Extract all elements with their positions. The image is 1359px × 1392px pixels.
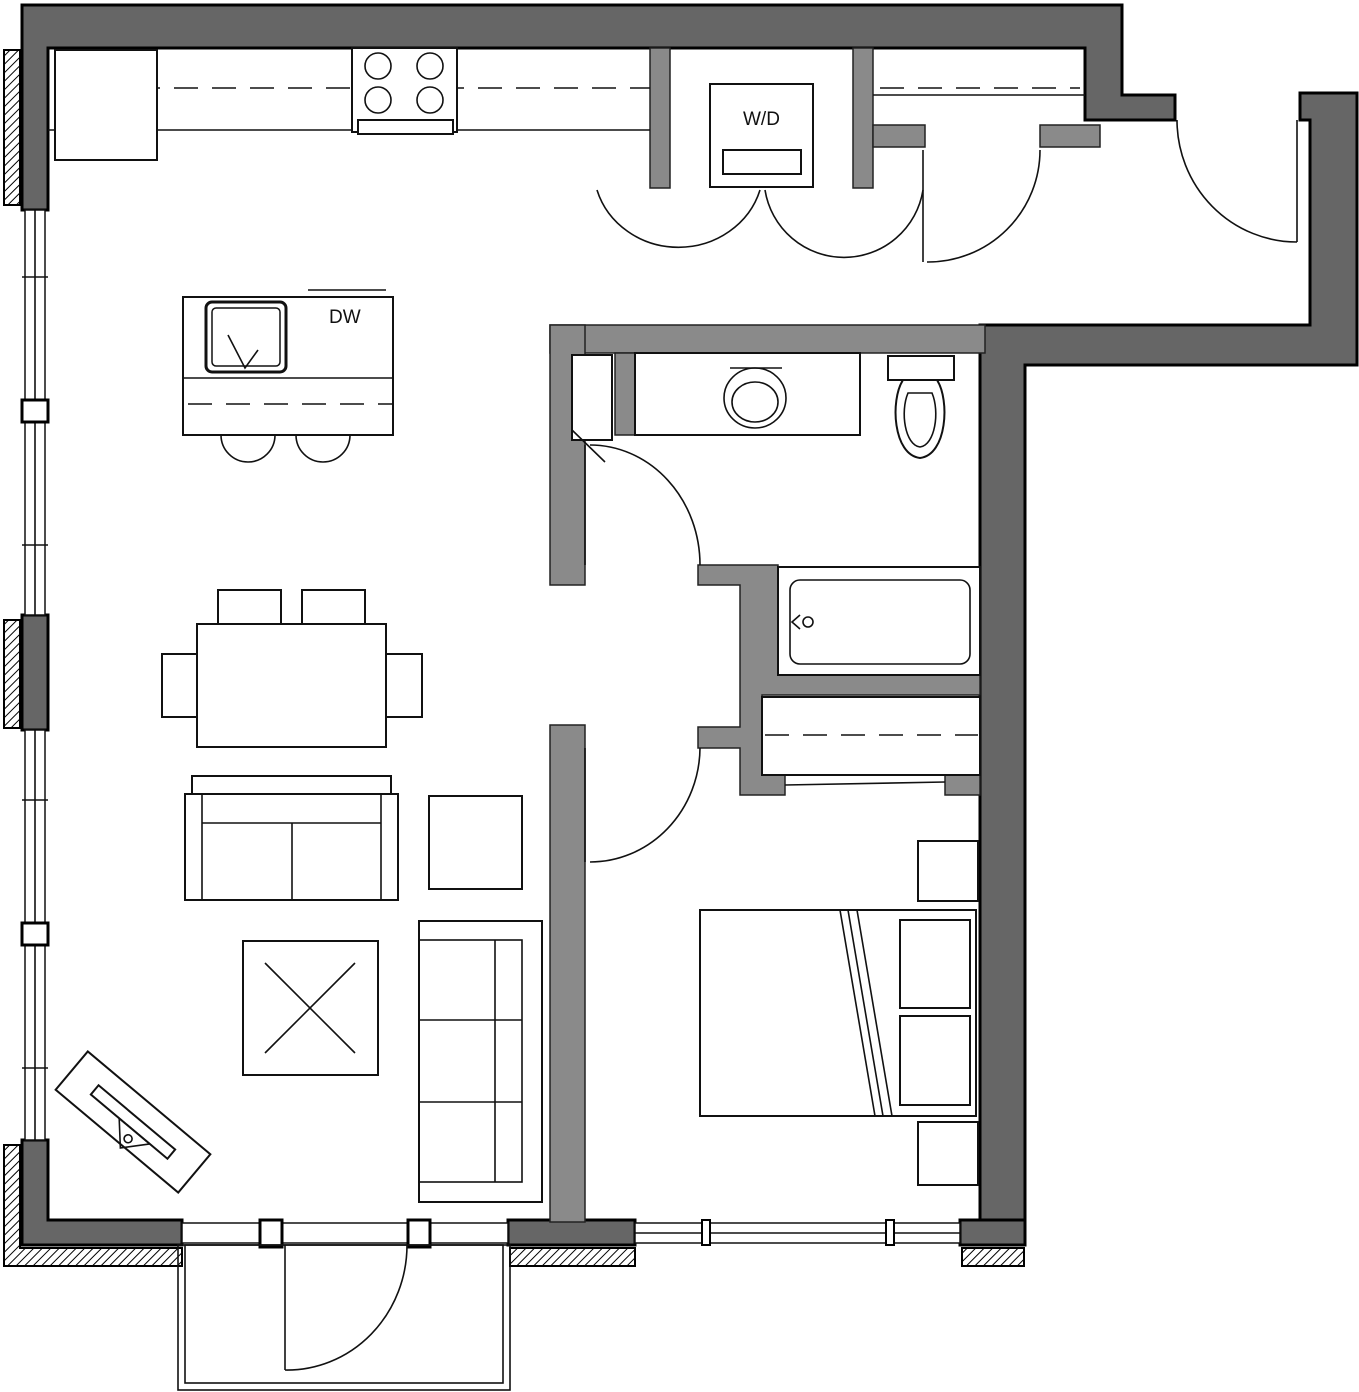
bedroom [699,696,981,1186]
doors [584,119,1298,863]
living-room [54,775,543,1203]
closet [761,696,981,776]
balcony [177,1244,511,1391]
exterior-walls [3,3,1359,1267]
bathroom [571,352,981,676]
vanity [634,352,861,436]
toilet [887,355,955,460]
washer-dryer-label: W/D [743,109,780,130]
windows [20,209,961,1249]
kitchen-island: DW [182,289,394,463]
stove [351,47,458,135]
laundry: W/D [709,83,1085,188]
kitchen: DW [48,47,650,463]
refrigerator [54,49,158,161]
bed [699,909,977,1117]
bathtub [777,566,981,676]
dishwasher-label: DW [329,307,361,328]
tv-console [54,1050,212,1194]
sofa [418,920,543,1203]
dining-table [161,589,423,748]
